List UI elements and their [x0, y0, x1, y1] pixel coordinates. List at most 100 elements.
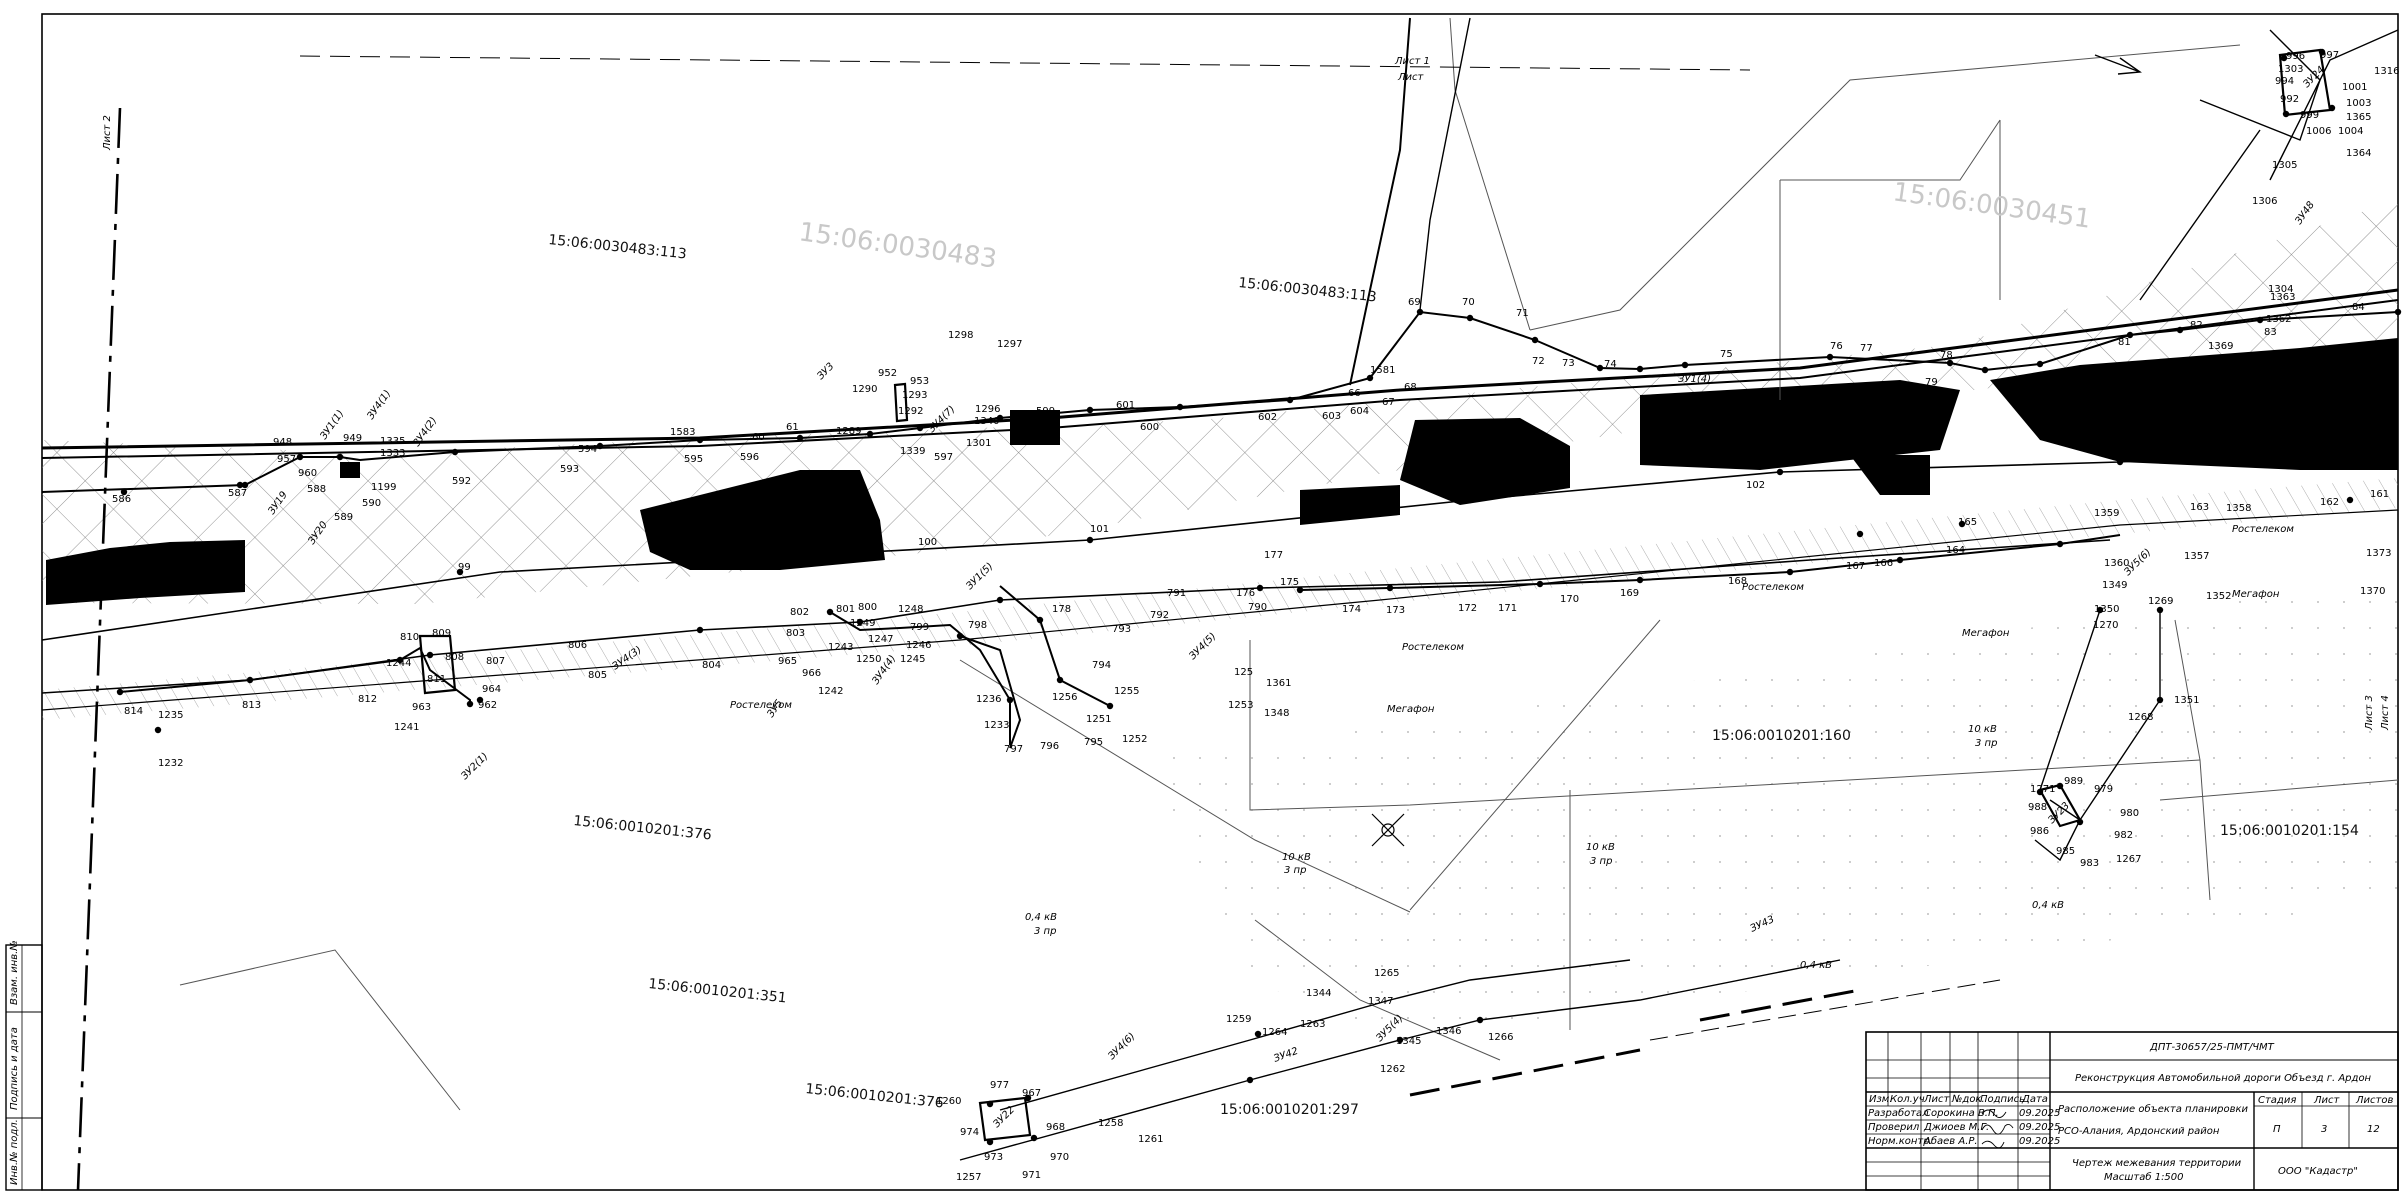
point-marker [2328, 104, 2336, 112]
stage-value: П [2273, 1124, 2281, 1135]
point-label: 101 [1090, 524, 1109, 535]
point-label: 1306 [2252, 196, 2277, 207]
point-label: 966 [802, 668, 821, 679]
point-marker [336, 453, 344, 461]
point-label: 76 [1830, 341, 1843, 352]
parcel-376b: 15:06:0010201:376 [805, 1081, 945, 1111]
point-label: 1344 [1306, 988, 1331, 999]
zone-label: ЗУ4(5) [1187, 631, 1218, 662]
point-label: 804 [702, 660, 721, 671]
point-label: 999 [2300, 110, 2319, 121]
point-marker [2318, 48, 2326, 56]
point-label: 589 [334, 512, 353, 523]
utility-label: 3 пр [1975, 738, 1997, 749]
point-label: 800 [858, 602, 877, 613]
date-checked: 09.2025 [2019, 1122, 2060, 1133]
sheet-ref-top2: Лист [1397, 72, 1425, 83]
point-label: 1255 [1114, 686, 1139, 697]
corridor-lines [959, 29, 2399, 1161]
point-label: 808 [445, 652, 464, 663]
role-developed: Разработал [1868, 1107, 1929, 1119]
point-marker [2282, 110, 2290, 118]
point-label: 1246 [906, 640, 931, 651]
hdr-ndok: №док. [1951, 1094, 1985, 1105]
point-label: 1004 [2338, 126, 2363, 137]
utility-label: Мегафон [2232, 589, 2280, 600]
point-label: 814 [124, 706, 143, 717]
point-marker [1981, 366, 1989, 374]
point-label: 1241 [394, 722, 419, 733]
point-label: 99 [458, 562, 471, 573]
point-label: 965 [778, 656, 797, 667]
point-label: 985 [2056, 846, 2075, 857]
utility-label: Мегафон [1387, 704, 1435, 715]
point-label: 1261 [1138, 1134, 1163, 1145]
name-normcontrol: Абаев А.Р. [1923, 1135, 1978, 1147]
name-checked: Джиоев М.Г. [1923, 1122, 1989, 1133]
survey-marker-icon [1371, 813, 1405, 847]
utility-label: 10 кВ [1282, 852, 1311, 863]
object-line2: РСО-Алания, Ардонский район [2058, 1126, 2220, 1137]
point-marker [1296, 586, 1304, 594]
point-label: 957 [277, 454, 296, 465]
point-label: 1373 [2366, 548, 2391, 559]
point-marker [1536, 580, 1544, 588]
point-label: 971 [1022, 1170, 1041, 1181]
point-label: 801 [836, 604, 855, 615]
point-label: 161 [2370, 489, 2389, 500]
point-label: 170 [1560, 594, 1579, 605]
parcel-113b: 15:06:0030483:113 [1238, 275, 1378, 305]
point-label: 1259 [1226, 1014, 1251, 1025]
point-label: 68 [1404, 382, 1417, 393]
point-marker [916, 424, 924, 432]
point-label: 66 [1348, 388, 1361, 399]
point-marker [296, 453, 304, 461]
title-block [1865, 1031, 2399, 1191]
point-marker [1531, 336, 1539, 344]
point-label: 811 [427, 674, 446, 685]
point-marker [456, 568, 464, 576]
zone-label: ЗУ4(2) [411, 415, 439, 448]
point-marker [1416, 308, 1424, 316]
point-label: 977 [990, 1080, 1009, 1091]
point-label: 793 [1112, 624, 1131, 635]
point-label: 1360 [2104, 558, 2129, 569]
point-label: 1235 [158, 710, 183, 721]
point-label: 167 [1846, 561, 1865, 572]
point-label: 1269 [2148, 596, 2173, 607]
point-label: 1251 [1086, 714, 1111, 725]
utility-label: 0,4 кВ [1800, 960, 1832, 971]
point-label: 71 [1516, 308, 1529, 319]
point-marker [2076, 818, 2084, 826]
point-label: 996 [2286, 51, 2305, 62]
point-label: 1249 [850, 618, 875, 629]
point-label: 1365 [2346, 112, 2371, 123]
point-label: 997 [2320, 50, 2339, 61]
quarter-30451: 15:06:0030451 [1891, 177, 2093, 234]
point-marker [2096, 606, 2104, 614]
point-label: 1370 [2360, 586, 2385, 597]
point-label: 604 [1350, 406, 1369, 417]
point-marker [154, 726, 162, 734]
point-label: 83 [2264, 327, 2277, 338]
point-label: 102 [1746, 480, 1765, 491]
point-marker [476, 696, 484, 704]
point-marker [1254, 1030, 1262, 1038]
point-marker [1176, 403, 1184, 411]
zone-label: ЗУ3 [815, 361, 836, 382]
point-label: 1346 [1436, 1026, 1461, 1037]
side-stamp [5, 944, 43, 1191]
point-label: 89 [1940, 400, 1953, 411]
point-marker [1030, 1134, 1038, 1142]
point-marker [2116, 458, 2124, 466]
point-label: 805 [588, 670, 607, 681]
point-label: 1333 [380, 448, 405, 459]
point-label: 967 [1022, 1088, 1041, 1099]
point-label: 60 [752, 432, 765, 443]
date-normcontrol: 09.2025 [2019, 1136, 2060, 1147]
point-marker [1086, 406, 1094, 414]
point-label: 69 [1408, 297, 1421, 308]
point-label: 590 [362, 498, 381, 509]
point-marker [1958, 520, 1966, 528]
point-marker [396, 656, 404, 664]
